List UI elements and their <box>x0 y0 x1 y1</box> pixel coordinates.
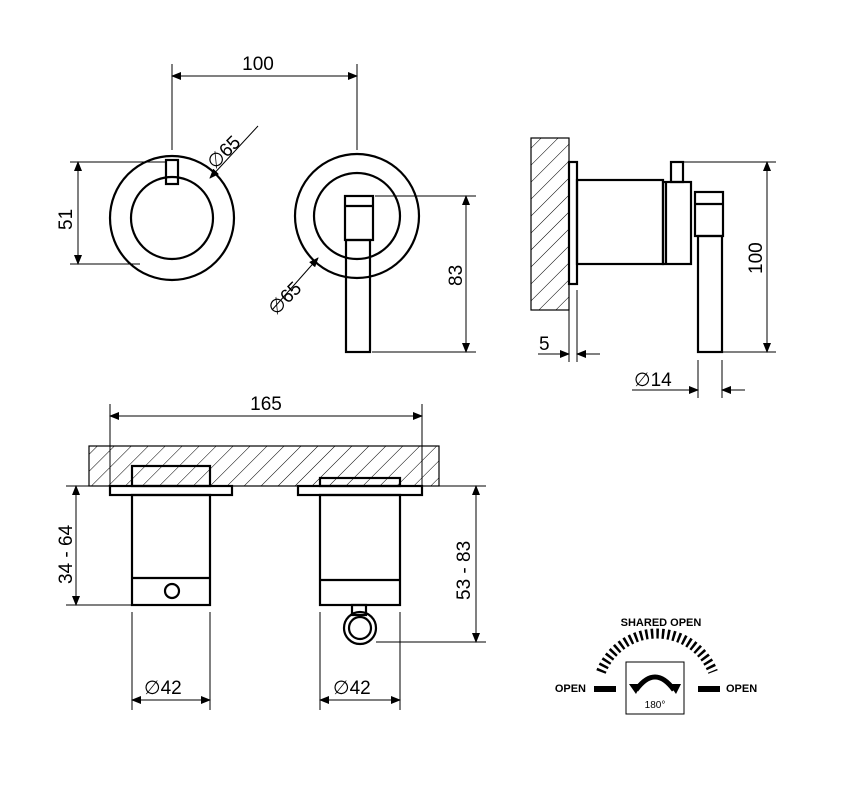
dimension-left-depth: 34 - 64 <box>56 485 132 606</box>
dim-side-height-label: 100 <box>746 242 767 274</box>
lever-front-view <box>293 152 421 354</box>
section-view <box>88 445 440 646</box>
dimension-bottom-width: 165 <box>109 394 423 486</box>
dim-lever-diameter-label: ∅14 <box>634 370 672 391</box>
dimension-lever-height: 83 <box>372 195 476 353</box>
dim-top-width-label: 100 <box>242 54 274 75</box>
rotation-legend: 180° SHARED OPEN OPEN OPEN <box>555 617 757 715</box>
dim-wall-offset-label: 5 <box>539 334 550 355</box>
dim-knob-diameter-left-label: ∅65 <box>204 132 246 174</box>
dim-body-diameter-left-label: ∅42 <box>144 678 182 699</box>
dimension-wall-offset: 5 <box>538 290 600 362</box>
dim-knob-diameter-right-label: ∅65 <box>265 278 307 320</box>
open-right-marker <box>698 686 720 692</box>
dimension-lever-diameter: ∅14 <box>632 360 745 398</box>
dim-lever-height-label: 83 <box>446 265 467 286</box>
dimension-top-width: 100 <box>171 54 358 150</box>
dim-left-depth-label: 34 - 64 <box>56 524 77 584</box>
rotation-label: 180° <box>645 700 666 711</box>
dimension-body-diameter-right: ∅42 <box>319 612 401 710</box>
dimension-knob-height: 51 <box>56 161 166 265</box>
dim-bottom-width-label: 165 <box>250 394 282 415</box>
open-left-label: OPEN <box>555 683 586 695</box>
dim-right-depth-label: 53 - 83 <box>454 541 475 600</box>
open-right-label: OPEN <box>726 683 757 695</box>
dim-body-diameter-right-label: ∅42 <box>333 678 371 699</box>
knob-front-view <box>108 154 236 282</box>
dimension-right-depth: 53 - 83 <box>376 485 486 643</box>
dimension-knob-diameter-right: ∅65 <box>265 257 319 320</box>
shared-open-label: SHARED OPEN <box>621 617 702 629</box>
dimension-body-diameter-left: ∅42 <box>131 612 211 710</box>
dimension-side-height: 100 <box>683 161 776 353</box>
dim-knob-height-label: 51 <box>56 209 77 230</box>
side-view <box>530 137 725 354</box>
open-left-marker <box>594 686 616 692</box>
